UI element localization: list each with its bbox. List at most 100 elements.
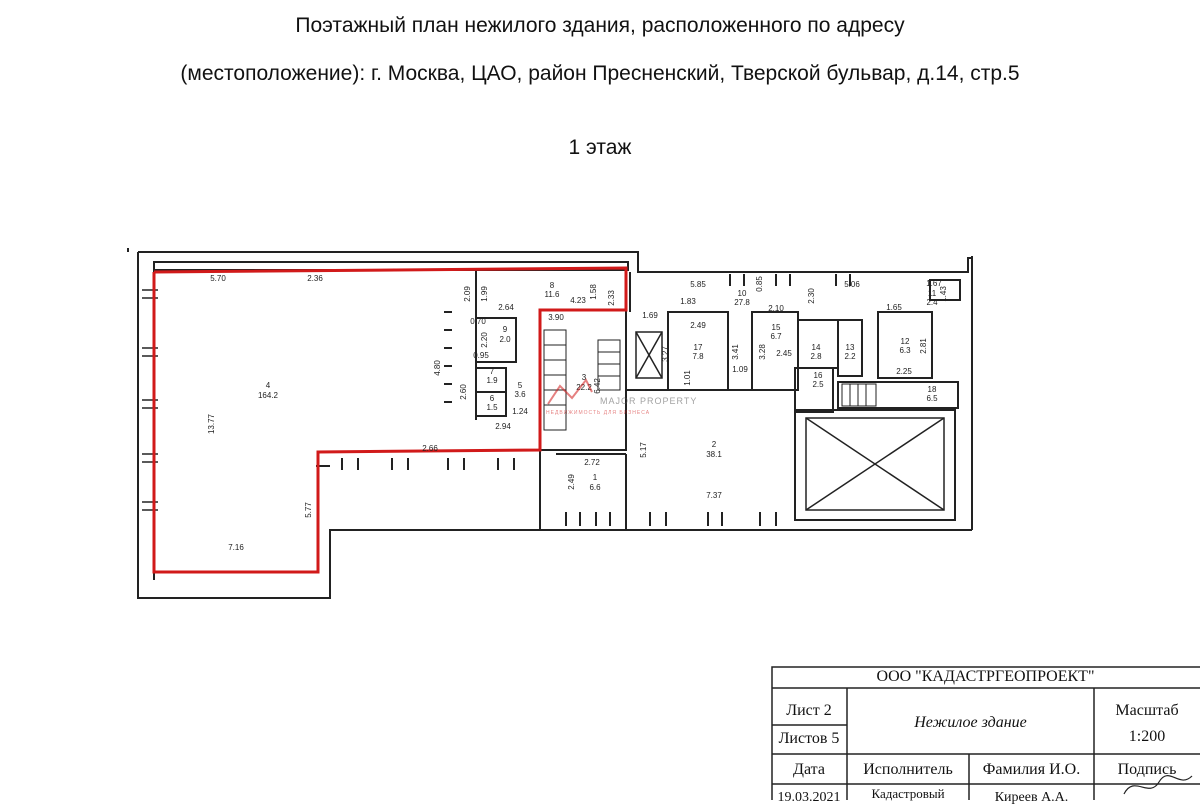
dimension-label: 2.66 [422, 444, 438, 453]
building-type: Нежилое здание [914, 714, 1027, 731]
plan-title-line-1: Поэтажный план нежилого здания, располож… [295, 14, 905, 37]
room-number: 8 [550, 281, 555, 290]
scale-value: 1:200 [1128, 728, 1166, 745]
dimension-label: 7.37 [706, 491, 722, 500]
dimension-label: 2.09 [463, 286, 472, 302]
floor-label: 1 этаж [568, 136, 632, 159]
watermark-logo: MAJOR PROPERTY НЕДВИЖИМОСТЬ ДЛЯ БИЗНЕСА [546, 378, 697, 416]
dimension-label: 3.27 [661, 346, 670, 362]
executor-header: Исполнитель [863, 761, 953, 778]
room-number: 11 [928, 289, 937, 298]
room-area: 2.4 [926, 298, 938, 307]
sheets-total: Листов 5 [778, 730, 840, 747]
dimension-label: 1.67 [926, 279, 942, 288]
dimension-labels: 5.70 2.36 13.77 7.16 5.77 2.66 2.09 1.99… [207, 274, 948, 552]
room-number: 14 [812, 343, 821, 352]
room-number: 13 [846, 343, 855, 352]
name-header: Фамилия И.О. [982, 761, 1081, 778]
dimension-label: 2.30 [807, 288, 816, 304]
room-number: 17 [694, 343, 703, 352]
dimension-label: 1.65 [886, 303, 902, 312]
dimension-label: 1.09 [732, 365, 748, 374]
window-marks-left [142, 289, 158, 511]
room-area: 7.8 [692, 352, 704, 361]
room-area: 6.6 [589, 483, 601, 492]
dimension-label: 4.23 [570, 296, 586, 305]
room-number: 12 [901, 337, 910, 346]
room-area: 3.6 [514, 390, 526, 399]
signature-mark [1123, 775, 1193, 795]
window-marks-bottom [316, 458, 777, 526]
dimension-label: 2.81 [919, 338, 928, 354]
dimension-label: 2.49 [690, 321, 706, 330]
dimension-label: 3.28 [758, 344, 767, 360]
room-number: 16 [814, 371, 823, 380]
date-header: Дата [793, 761, 825, 778]
room-area: 38.1 [706, 450, 722, 459]
dimension-label: 5.77 [304, 502, 313, 518]
dimension-label: 1.83 [680, 297, 696, 306]
dimension-label: 6.42 [593, 378, 602, 394]
room-number: 10 [738, 289, 747, 298]
room-number: 4 [266, 381, 271, 390]
room-area: 6.7 [770, 332, 782, 341]
dimension-label: 2.45 [776, 349, 792, 358]
dimension-label: 1.24 [512, 407, 528, 416]
dimension-label: 1.43 [939, 286, 948, 302]
room-area: 2.0 [499, 335, 511, 344]
dimension-label: 5.17 [639, 442, 648, 458]
dimension-label: 4.80 [433, 360, 442, 376]
room-number: 18 [928, 385, 937, 394]
dimension-label: 3.41 [731, 344, 740, 360]
room-number: 6 [490, 394, 495, 403]
room-area: 164.2 [258, 391, 279, 400]
room-area: 1.5 [486, 403, 498, 412]
highlighted-premises [152, 266, 628, 574]
dimension-label: 1.58 [589, 284, 598, 300]
elevator-shaft [635, 331, 945, 511]
room-number: 15 [772, 323, 781, 332]
dimension-label: 2.49 [567, 474, 576, 490]
internal-walls [475, 270, 961, 530]
dimension-label: 0.95 [473, 351, 489, 360]
room-area: 1.9 [486, 376, 498, 385]
company-name: ООО "КАДАСТРГЕОПРОЕКТ" [876, 668, 1095, 685]
room-area: 6.3 [899, 346, 911, 355]
room-area: 2.2 [844, 352, 856, 361]
room-area: 2.8 [810, 352, 822, 361]
room-number: 3 [582, 373, 587, 382]
room-number: 1 [593, 473, 598, 482]
dimension-label: 2.94 [495, 422, 511, 431]
dimension-label: 1.99 [480, 286, 489, 302]
dimension-label: 2.36 [307, 274, 323, 283]
dimension-label: 1.01 [683, 370, 692, 386]
staircase [543, 329, 877, 431]
signature-header: Подпись [1117, 761, 1177, 778]
room-area: 22.2 [576, 383, 592, 392]
dimension-label: 2.20 [480, 332, 489, 348]
dimension-label: 2.64 [498, 303, 514, 312]
scale-label: Масштаб [1115, 702, 1179, 719]
room-number: 7 [490, 367, 495, 376]
dimension-label: 5.85 [690, 280, 706, 289]
room-number: 5 [518, 381, 523, 390]
dimension-label: 2.10 [768, 304, 784, 313]
dimension-label: 7.16 [228, 543, 244, 552]
dimension-label: 2.25 [896, 367, 912, 376]
building-outline [127, 248, 973, 599]
room-number: 9 [503, 325, 508, 334]
room-area: 6.5 [926, 394, 938, 403]
room-area: 11.6 [545, 290, 561, 299]
room-labels: 4 164.2 2 38.1 3 22.2 8 11.6 9 2.0 7 1.9… [258, 281, 938, 492]
dimension-label: 5.70 [210, 274, 226, 283]
dimension-label: 1.69 [642, 311, 658, 320]
plan-title-line-2: (местоположение): г. Москва, ЦАО, район … [180, 62, 1020, 85]
dimension-label: 0.85 [755, 276, 764, 292]
name-value: Киреев А.А. [994, 790, 1069, 805]
title-block-grid [771, 666, 1200, 800]
watermark-subtext: НЕДВИЖИМОСТЬ ДЛЯ БИЗНЕСА [546, 410, 650, 416]
watermark-text: MAJOR PROPERTY [600, 396, 697, 406]
dimension-label: 2.72 [584, 458, 600, 467]
dimension-label: 0.70 [470, 317, 486, 326]
